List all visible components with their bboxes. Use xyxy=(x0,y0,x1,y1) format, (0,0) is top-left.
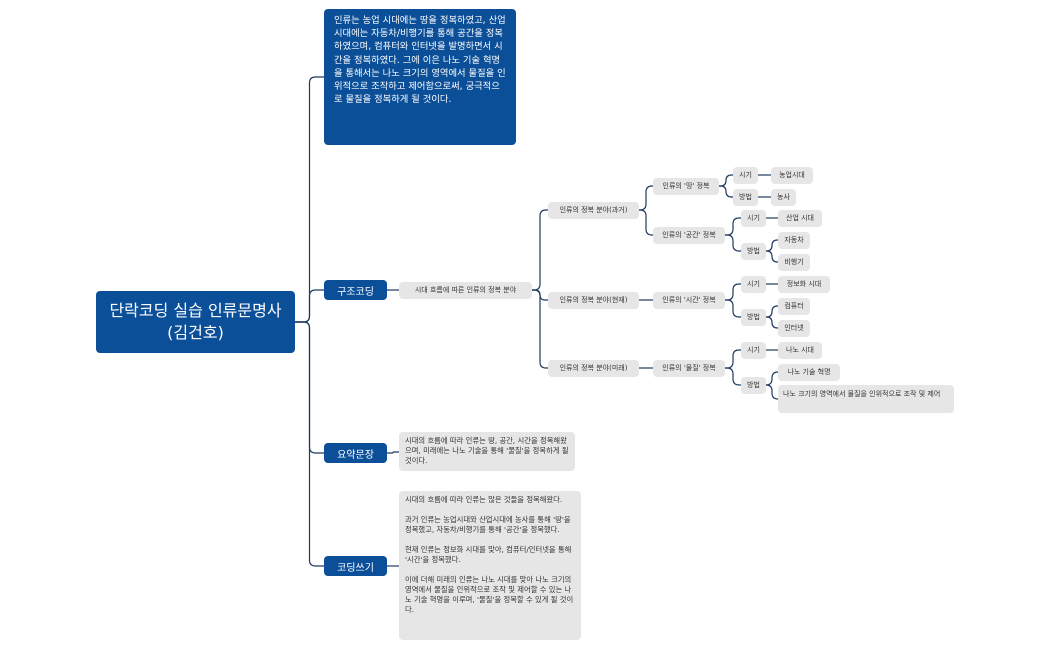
intro-paragraph-node[interactable]: 인류는 농업 시대에는 땅을 정복하였고, 산업 시대에는 자동차/비행기를 통… xyxy=(324,9,516,145)
link-space-car xyxy=(766,239,778,252)
link-land-method xyxy=(719,185,733,198)
land-era-key[interactable]: 시기 xyxy=(733,167,758,184)
land-method-value[interactable]: 농사 xyxy=(771,189,796,206)
link-space-method xyxy=(725,234,741,252)
space-era-value[interactable]: 산업 시대 xyxy=(778,210,822,227)
link-time-era xyxy=(725,283,741,301)
land-era-value[interactable]: 농업시대 xyxy=(771,167,813,184)
link-root-structure xyxy=(295,289,324,323)
link-matter-method xyxy=(725,367,741,386)
link-matter-nano-control xyxy=(765,384,779,400)
link-topic-past xyxy=(532,209,548,291)
link-land-era xyxy=(719,174,733,187)
coding-writing-node[interactable]: 코딩쓰기 xyxy=(324,556,387,576)
root-topic[interactable]: 단락코딩 실습 인류문명사(김건호) xyxy=(96,291,295,353)
matter-method-nano-revolution[interactable]: 나노 기술 혁명 xyxy=(778,364,840,381)
conquest-space-node[interactable]: 인류의 '공간' 정복 xyxy=(653,227,725,244)
link-matter-era xyxy=(725,349,741,369)
era-future-node[interactable]: 인류의 정복 분야(미래) xyxy=(548,360,639,377)
space-method-car[interactable]: 자동차 xyxy=(778,232,810,249)
matter-era-value[interactable]: 나노 시대 xyxy=(778,342,822,359)
link-time-computer xyxy=(766,305,778,318)
structure-coding-node[interactable]: 구조코딩 xyxy=(324,280,387,300)
topic-node[interactable]: 시대 흐름에 따른 인류의 정복 분야 xyxy=(399,282,532,299)
matter-era-key[interactable]: 시기 xyxy=(741,342,766,359)
summary-text[interactable]: 시대의 흐름에 따라 인류는 땅, 공간, 시간을 정복해왔으며, 미래에는 나… xyxy=(399,432,575,471)
link-past-space xyxy=(639,209,653,236)
summary-sentence-node[interactable]: 요약문장 xyxy=(324,443,387,463)
time-era-key[interactable]: 시기 xyxy=(741,276,766,293)
time-method-computer[interactable]: 컴퓨터 xyxy=(778,298,810,315)
time-era-value[interactable]: 정보화 시대 xyxy=(778,276,830,293)
space-method-airplane[interactable]: 비행기 xyxy=(778,254,810,271)
matter-method-nano-control[interactable]: 나노 크기의 영역에서 물질을 인위적으로 조작 및 제어 xyxy=(778,385,954,413)
link-root-intro xyxy=(295,76,324,323)
conquest-matter-node[interactable]: 인류의 '물질' 정복 xyxy=(653,360,725,377)
link-root-writing xyxy=(295,321,324,567)
link-topic-future xyxy=(532,289,548,369)
link-matter-nano-revolution xyxy=(765,371,779,386)
link-time-internet xyxy=(766,316,778,329)
link-summary-text xyxy=(387,451,399,454)
space-era-key[interactable]: 시기 xyxy=(741,210,766,227)
link-time-method xyxy=(725,299,741,318)
link-space-era xyxy=(725,217,741,236)
era-present-node[interactable]: 인류의 정복 분야(현재) xyxy=(548,292,639,309)
space-method-key[interactable]: 방법 xyxy=(741,243,766,260)
conquest-land-node[interactable]: 인류의 '땅' 정복 xyxy=(653,178,719,195)
time-method-internet[interactable]: 인터넷 xyxy=(778,320,810,337)
time-method-key[interactable]: 방법 xyxy=(741,309,766,326)
writing-text[interactable]: 시대의 흐름에 따라 인류는 많은 것들을 정복해왔다. 과거 인류는 농업시대… xyxy=(399,491,581,640)
link-past-land xyxy=(639,185,653,211)
conquest-time-node[interactable]: 인류의 '시간' 정복 xyxy=(653,292,725,309)
link-space-airplane xyxy=(766,250,778,263)
era-past-node[interactable]: 인류의 정복 분야(과거) xyxy=(548,202,639,219)
matter-method-key[interactable]: 방법 xyxy=(741,377,766,394)
land-method-key[interactable]: 방법 xyxy=(733,189,758,206)
